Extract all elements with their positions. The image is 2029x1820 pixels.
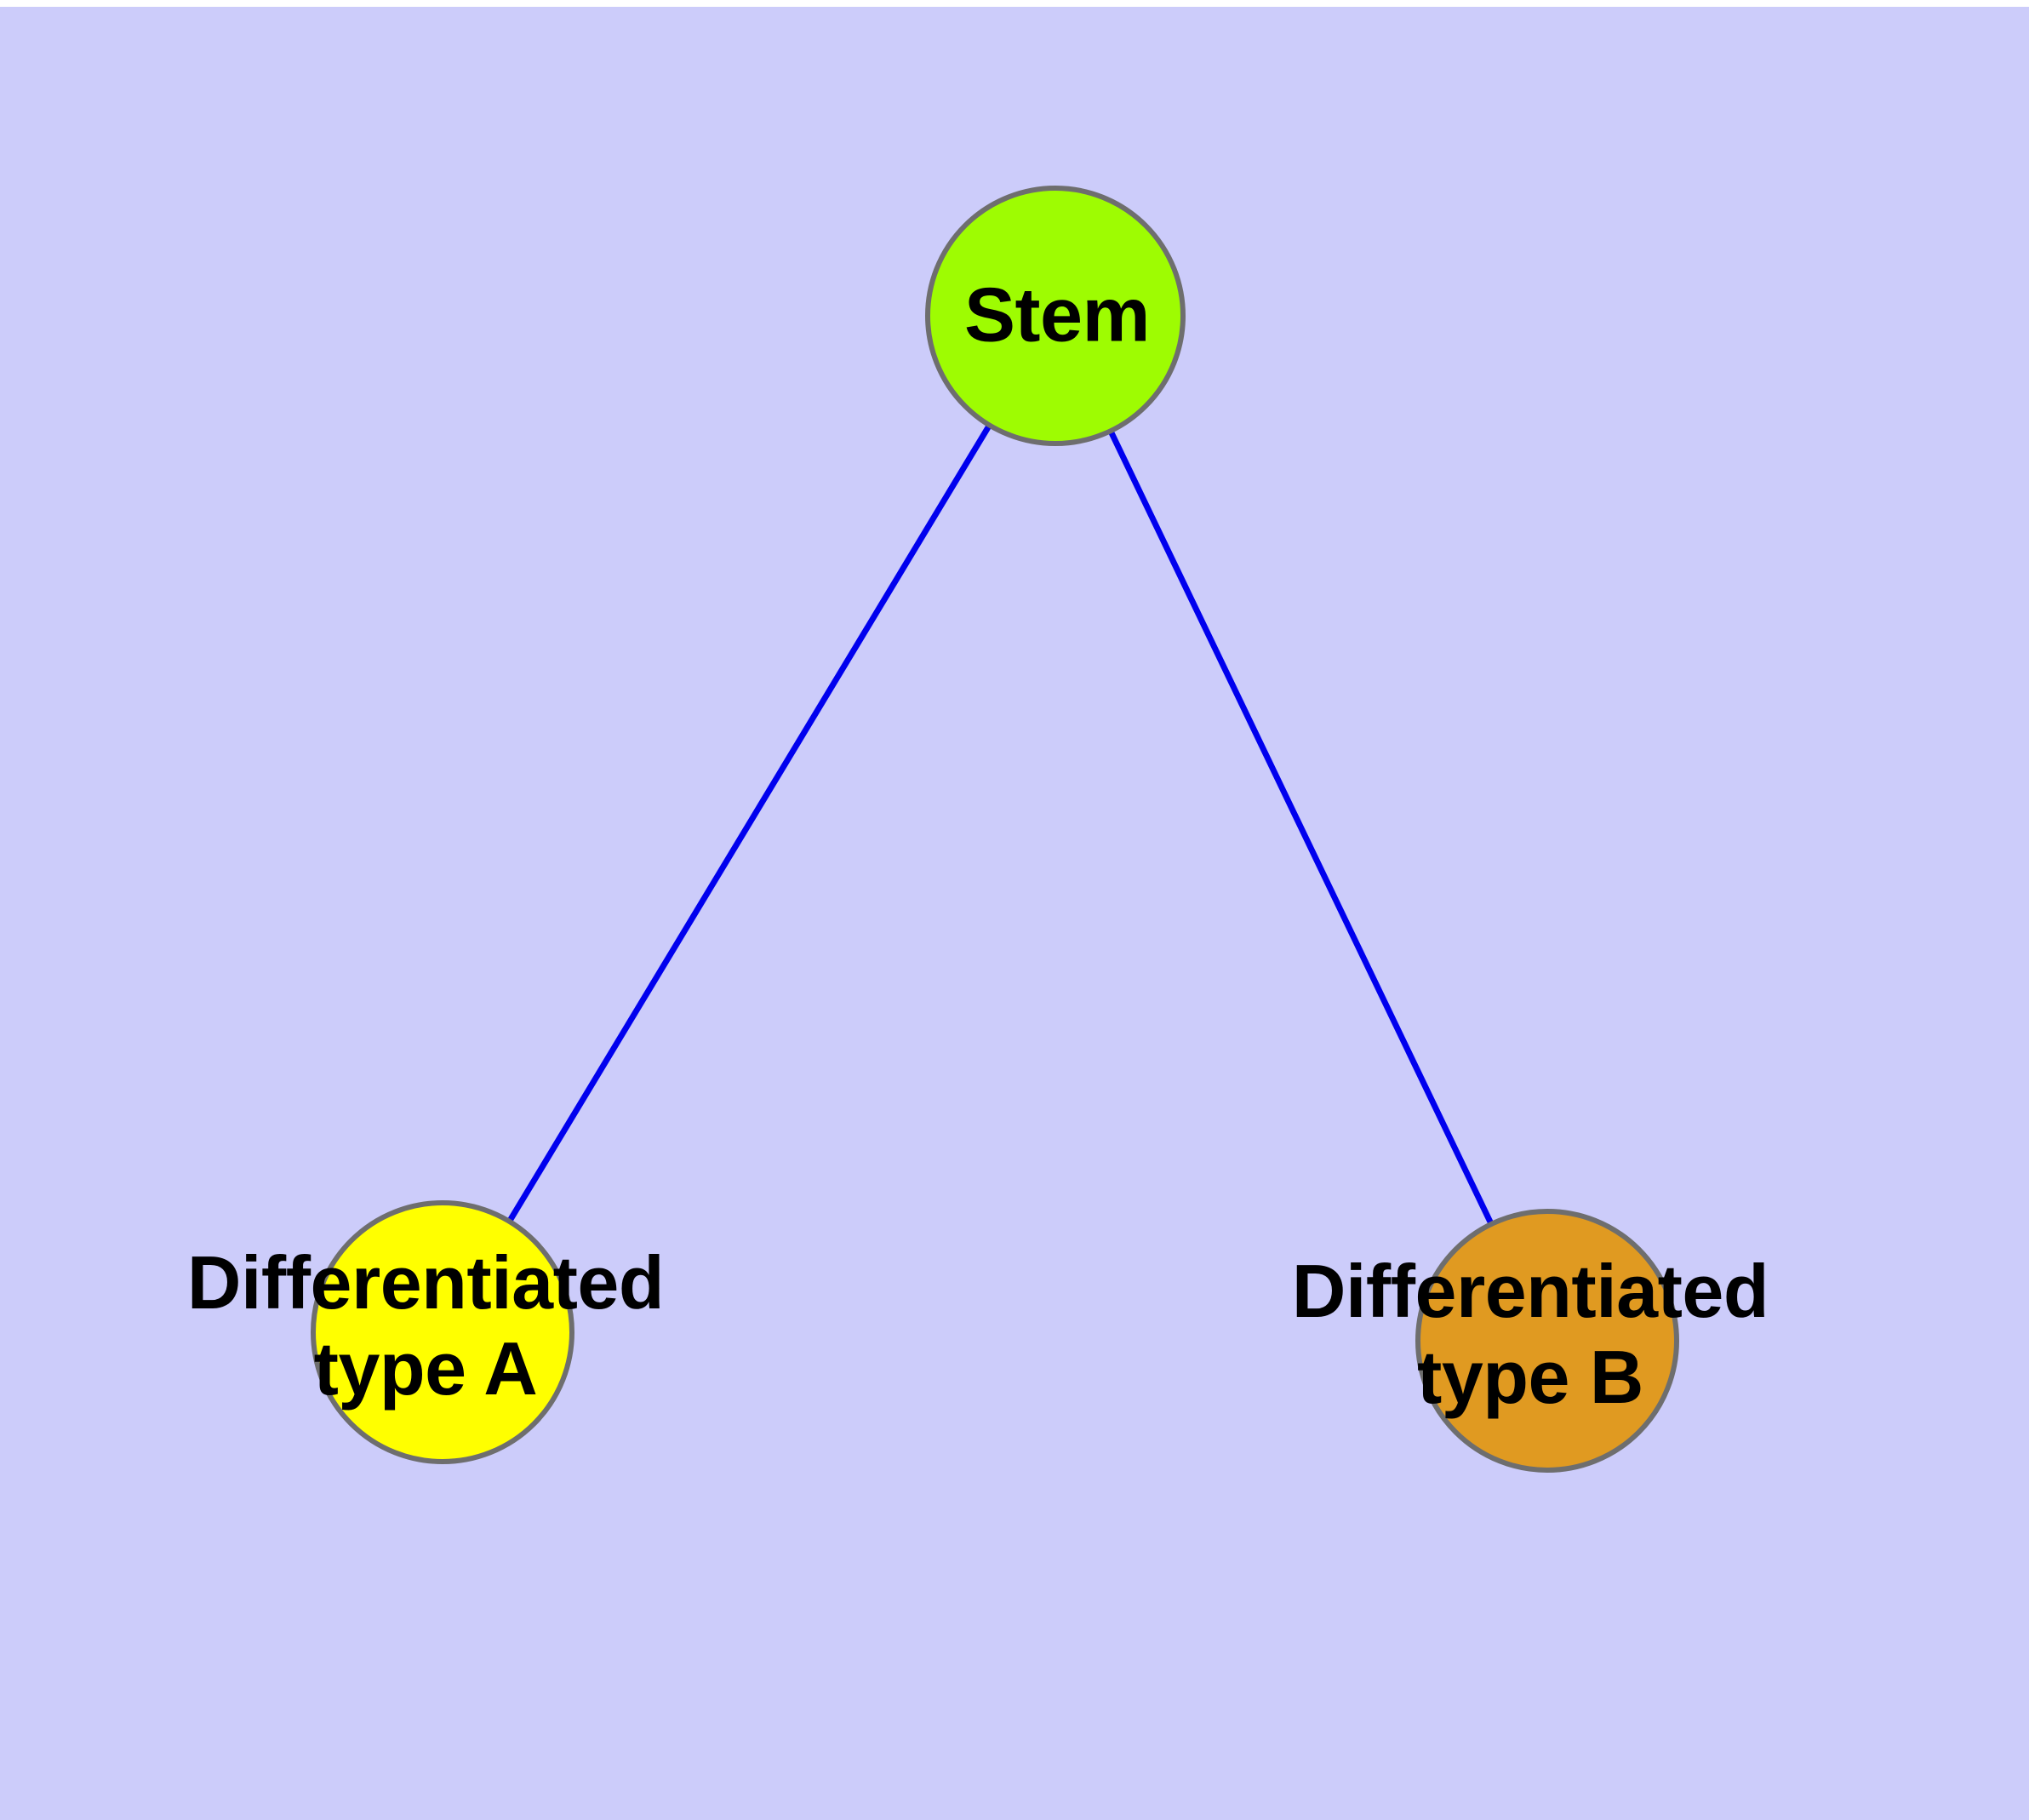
node-diff-b-circle[interactable] bbox=[1415, 1209, 1679, 1473]
edge-layer bbox=[440, 314, 1551, 1342]
edge-stem-to-diff-b[interactable] bbox=[1052, 314, 1551, 1342]
node-layer bbox=[311, 186, 1679, 1473]
node-diff-a-circle[interactable] bbox=[311, 1200, 574, 1464]
node-stem-circle[interactable] bbox=[925, 186, 1186, 446]
edge-stem-to-diff-a[interactable] bbox=[440, 314, 1058, 1334]
